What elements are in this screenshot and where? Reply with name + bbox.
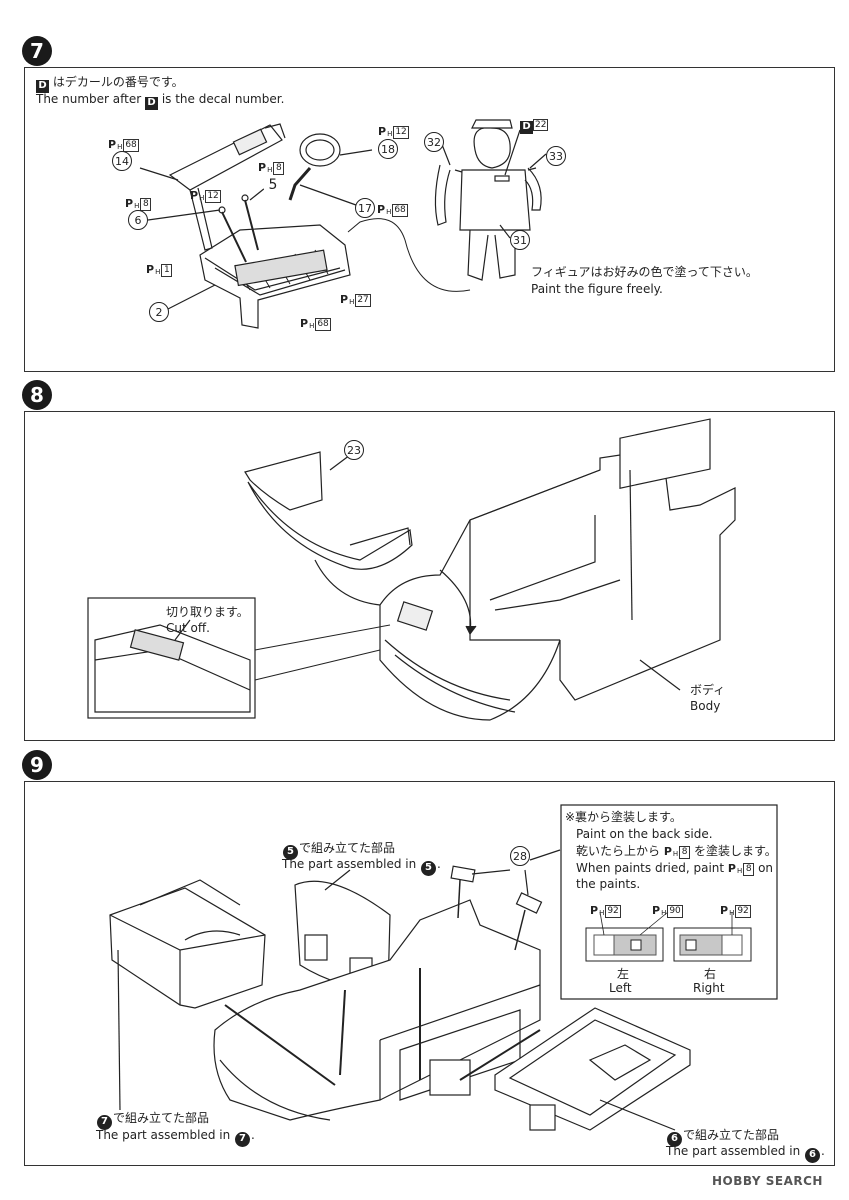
part-2-label: 2 — [149, 302, 169, 322]
right-jp: 右 — [704, 967, 717, 981]
figure-note-jp: フィギュアはお好みの色で塗って下さい。 — [531, 265, 758, 279]
paint-note-en3: the paints. — [576, 877, 641, 891]
part-31-label: 31 — [510, 230, 530, 250]
decal-note-jp: D はデカールの番号です。 — [36, 74, 184, 93]
assembled-5-en: The part assembled in 5. — [282, 856, 441, 876]
part-17-label: 17 — [355, 198, 375, 218]
step-9-number: 9 — [22, 750, 52, 780]
right-en: Right — [693, 981, 725, 995]
part-33-label: 33 — [546, 146, 566, 166]
step-8-number: 8 — [22, 380, 52, 410]
assembled-7-en: The part assembled in 7. — [96, 1127, 255, 1147]
decal-d-icon: D — [36, 79, 49, 93]
body-label-en: Body — [690, 699, 721, 713]
watermark-logo: HOBBY SEARCH — [712, 1174, 823, 1188]
part-28-label: 28 — [510, 846, 530, 866]
left-en: Left — [609, 981, 632, 995]
assembled-6-en: The part assembled in 6. — [666, 1143, 825, 1163]
figure-note-en: Paint the figure freely. — [531, 282, 663, 296]
part-14-label: 14 — [112, 151, 132, 171]
cut-off-en: Cut off. — [166, 621, 210, 635]
part-23-label: 23 — [344, 440, 364, 460]
step-7-number: 7 — [22, 36, 52, 66]
paint-note-jp1: ※裏から塗装します。 — [565, 810, 682, 824]
decal-note-en: The number after D is the decal number. — [36, 92, 285, 110]
part-6-label: 6 — [128, 210, 148, 230]
part-18-label: 18 — [378, 139, 398, 159]
cut-off-jp: 切り取ります。 — [166, 605, 249, 619]
paint-note-en1: Paint on the back side. — [576, 827, 713, 841]
body-label-jp: ボディ — [690, 683, 726, 697]
left-jp: 左 — [617, 967, 630, 981]
decal-d-icon: D — [145, 96, 158, 110]
part-32-label: 32 — [424, 132, 444, 152]
part-5-label: 5 — [263, 175, 283, 195]
